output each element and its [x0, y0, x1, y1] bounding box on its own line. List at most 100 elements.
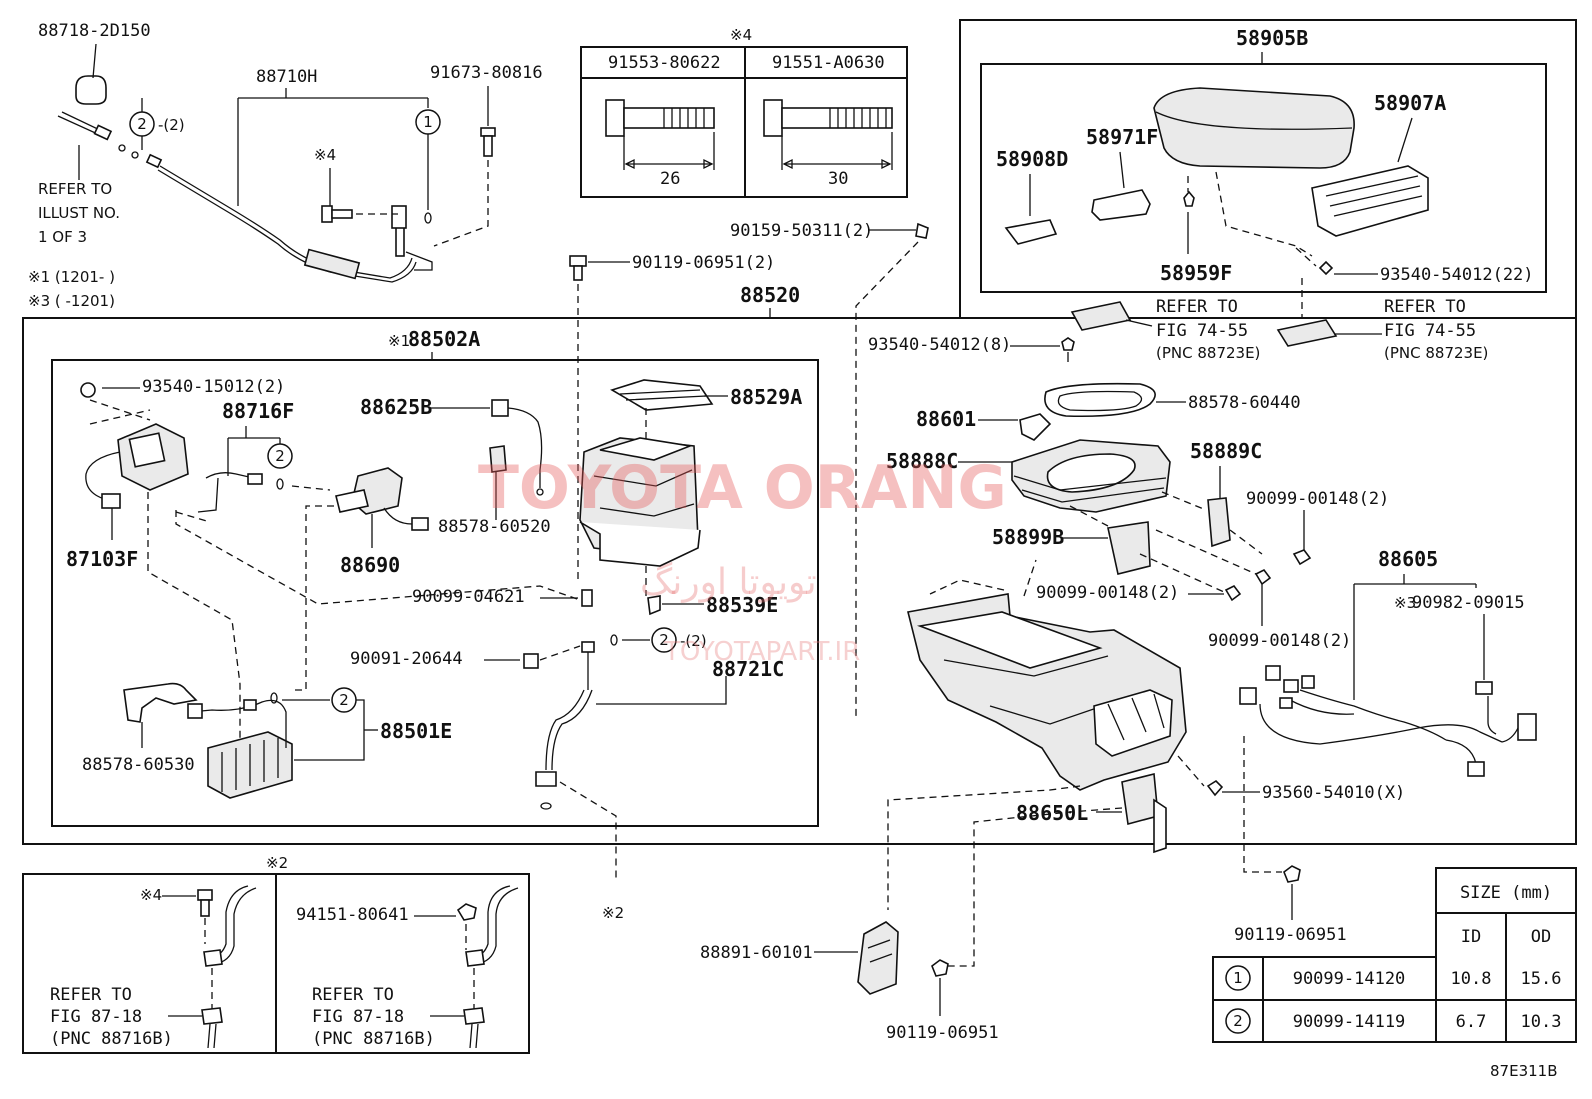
refer-fig7455-2: FIG 74-55 — [1384, 321, 1476, 341]
bolt-detail-left — [197, 889, 213, 901]
ring-88578-60440 — [1044, 382, 1156, 418]
label-58889C: 58889C — [1190, 439, 1262, 463]
callout-1-cable: 1 — [423, 113, 433, 131]
grommet-88718 — [75, 75, 107, 105]
label-90099-04621: 90099-04621 — [412, 587, 525, 607]
label-88601: 88601 — [916, 407, 976, 431]
label-90091-20644: 90091-20644 — [350, 649, 463, 669]
label-88578-60530: 88578-60530 — [82, 755, 195, 775]
label-93540-15012: 93540-15012(2) — [142, 377, 285, 397]
refer-to-1: REFER TO — [1156, 297, 1238, 317]
connector-88605 — [1517, 713, 1537, 741]
callout-2-cable: 2 — [137, 115, 147, 133]
label-90099-00148-c: 90099-00148(2) — [1208, 631, 1351, 651]
label-91673-80816: 91673-80816 — [430, 63, 543, 83]
frame-88520 — [22, 317, 1577, 845]
size-row-2-mark: 2 — [1233, 1012, 1243, 1030]
dim-30: 30 — [828, 169, 848, 189]
label-88721C: 88721C — [712, 657, 784, 681]
label-90099-00148-a: 90099-00148(2) — [1246, 489, 1389, 509]
size-row-2-od: 10.3 — [1521, 1012, 1562, 1032]
bolt-box: ※4 91553-80622 91551-A0630 26 30 — [605, 26, 893, 189]
label-88501E: 88501E — [380, 719, 452, 743]
marker-x2-frame: ※2 — [266, 854, 288, 872]
size-row-1-od: 15.6 — [1521, 969, 1562, 989]
label-93540-54012-22: 93540-54012(22) — [1380, 265, 1534, 285]
label-58888C: 58888C — [886, 449, 958, 473]
bracket-58889C — [1207, 497, 1231, 548]
label-90099-00148-b: 90099-00148(2) — [1036, 583, 1179, 603]
screw-93560 — [1206, 779, 1224, 797]
callout-2-88721C: 2 — [659, 631, 669, 649]
frame-58905B — [980, 63, 1547, 293]
screw-90099-b — [1224, 584, 1242, 602]
bracket-58899B — [1107, 521, 1151, 575]
bolt-90099-04621 — [581, 589, 593, 607]
callout-2-88501E: 2 — [339, 691, 349, 709]
label-58908D: 58908D — [996, 147, 1068, 171]
refer-pnc88723E-2: (PNC 88723E) — [1384, 344, 1488, 362]
marker-x4-cable: ※4 — [314, 146, 336, 164]
watermark-line2: تویوتا اورنگ — [640, 561, 817, 603]
label-94151-80641: 94151-80641 — [296, 905, 409, 925]
label-88578-60520: 88578-60520 — [438, 517, 551, 537]
refer-to-illust-line2: ILLUST NO. — [38, 204, 120, 222]
nut-94151 — [456, 903, 477, 921]
refer-to-right: REFER TO — [312, 985, 394, 1005]
clip-58959F — [1183, 190, 1195, 207]
label-88520: 88520 — [740, 283, 800, 307]
label-90159-50311: 90159-50311(2) — [730, 221, 873, 241]
label-58899B: 58899B — [992, 525, 1064, 549]
label-93560-54010: 93560-54010(X) — [1262, 783, 1405, 803]
size-row-2-id: 6.7 — [1456, 1012, 1487, 1032]
label-88690: 88690 — [340, 553, 400, 577]
cover-88891-60101 — [857, 921, 899, 995]
label-88716F: 88716F — [222, 399, 294, 423]
label-88539E: 88539E — [706, 593, 778, 617]
refer-pnc88716B-left: (PNC 88716B) — [50, 1029, 173, 1049]
label-88718-2D150: 88718-2D150 — [38, 21, 151, 41]
label-88650L: 88650L — [1016, 801, 1088, 825]
watermark-line1: TOYOTA ORANG — [478, 453, 1007, 523]
refer-pnc88716B-right: (PNC 88716B) — [312, 1029, 435, 1049]
marker-x3: ※3 — [1394, 594, 1416, 612]
marker-x1: ※1 — [388, 332, 410, 350]
bolt-91551-head — [763, 99, 783, 137]
refer-fig7455: REFER TO FIG 74-55 (PNC 88723E) REFER TO… — [1070, 278, 1488, 362]
bracket-88650L — [1121, 772, 1159, 826]
screw-90099-a — [1292, 549, 1312, 566]
size-row-2-part: 90099-14119 — [1293, 1012, 1406, 1032]
sensor-88625B — [491, 399, 509, 417]
label-90119-06951-bottom: 90119-06951 — [886, 1023, 999, 1043]
console-assembly: 93540-54012(8) 88578-60440 88601 58888C … — [700, 335, 1537, 1043]
refer-to-2: REFER TO — [1384, 297, 1466, 317]
label-90119-06951-right: 90119-06951 — [1234, 925, 1347, 945]
callout-2-88721C-qty: -(2) — [680, 632, 707, 650]
refer-to-illust-line1: REFER TO — [38, 180, 112, 198]
armrest-hinge-58907A — [1311, 165, 1429, 237]
marker-x2-lower: ※2 — [602, 904, 624, 922]
lock-58971F — [1091, 189, 1151, 221]
latch-58908D — [1004, 219, 1058, 245]
label-91553-80622: 91553-80622 — [608, 53, 721, 73]
x2-detail: ※2 ※4 REFER TO FIG 87-18 (PNC 88716B) 94… — [50, 854, 519, 1049]
armrest-assembly: 58905B 58907A 58971F 58908D 58959F 93540… — [996, 26, 1534, 285]
bolt-91551-shank — [781, 107, 893, 129]
size-table-col-id: ID — [1461, 927, 1481, 947]
dim-26: 26 — [660, 169, 680, 189]
label-88891-60101: 88891-60101 — [700, 943, 813, 963]
watermark-line3: TOYOTAPART.IR — [663, 637, 860, 667]
frame-88502A — [51, 359, 819, 827]
upper-fasteners: 90159-50311(2) 90119-06951(2) 88520 — [569, 221, 929, 720]
size-row-1-id: 10.8 — [1451, 969, 1492, 989]
cable-assembly: 88718-2D150 REFER TO ILLUST NO. 1 OF 3 ※… — [28, 21, 543, 310]
clip-90982 — [1475, 681, 1493, 695]
cover-88578-60520 — [489, 445, 507, 473]
callout-2-cable-qty: -(2) — [158, 116, 185, 134]
bolt-90119-06951-right — [1283, 865, 1301, 883]
mat-88529A — [610, 379, 714, 411]
refer-fig7455-1: FIG 74-55 — [1156, 321, 1248, 341]
size-row-1-mark: 1 — [1233, 969, 1243, 987]
label-88710H: 88710H — [256, 67, 317, 87]
